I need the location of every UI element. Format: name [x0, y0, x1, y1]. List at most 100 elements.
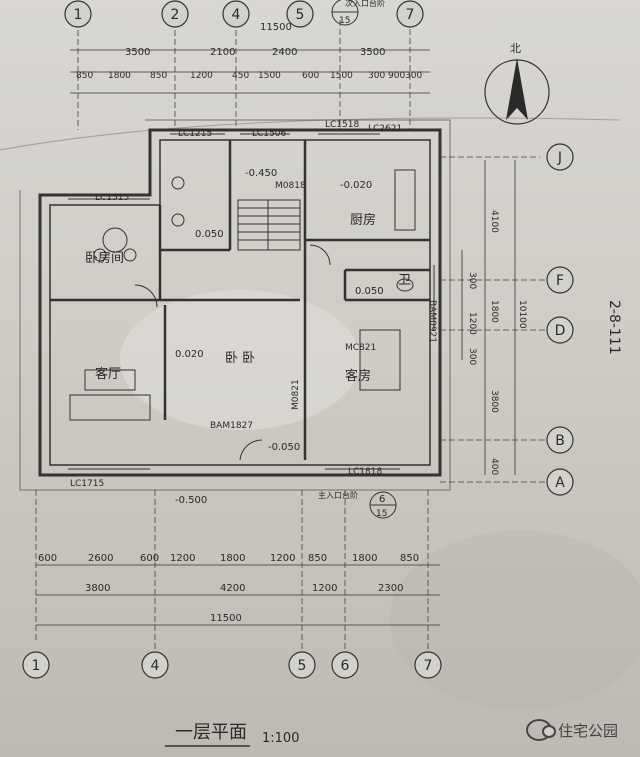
grid-bubble-row-B: B [555, 433, 565, 449]
top-dim2-7: 1500 [330, 71, 353, 81]
top-dim2-3: 1200 [190, 71, 213, 81]
staircase [237, 199, 301, 251]
grid-bubble-top-2: 2 [171, 7, 180, 23]
top-dim2-4: 450 [232, 71, 249, 81]
detail-callout: 6 15 [369, 491, 397, 519]
right-dim-1: 1800 [489, 300, 499, 323]
grid-bubble-top-4-circle [222, 0, 250, 28]
bottom-dim-2: 600 [140, 553, 159, 564]
grid-bubble-top-7: 7 [406, 7, 415, 23]
title-text: 一层平面 [175, 722, 247, 743]
elevation-1: -0.020 [340, 180, 372, 191]
right-total-dim: 10100 [517, 300, 527, 329]
grid-bubble-bottom-1: 1 [32, 658, 41, 674]
top-dim-3: 3500 [360, 47, 385, 58]
paper-stain [120, 290, 360, 430]
bottom-dim2-2: 1200 [312, 583, 337, 594]
grid-bubble-row-J: J [557, 150, 562, 166]
window-tag-LC1215: LC1215 [178, 129, 212, 139]
detail-callout-top: 15 [331, 0, 359, 26]
top-dim-2: 2400 [272, 47, 297, 58]
entry-label-secondary: 次入口台阶 [345, 0, 385, 8]
wechat-icon [525, 719, 556, 741]
bottom-dim2-0: 3800 [85, 583, 110, 594]
window-tag-BAM0921: BAM0921 [427, 300, 437, 343]
paper-shadow [390, 530, 640, 710]
right-dim-3: 400 [489, 458, 499, 475]
window-tag-LC1506: LC1506 [252, 129, 286, 139]
right-dim-inner-1: 1200 [467, 312, 477, 335]
bottom-dim-4: 1800 [220, 553, 245, 564]
grid-bubble-row-D-circle [546, 316, 574, 344]
elevation-0: -0.450 [245, 168, 277, 179]
grid-bubble-top-5: 5 [296, 7, 305, 23]
top-dim2-0: 850 [76, 71, 93, 81]
grid-bubble-bottom-4: 4 [151, 658, 160, 674]
right-dim-inner-0: 300 [467, 272, 477, 289]
room-label-4: 卧 卧 [225, 351, 255, 366]
grid-bubble-bottom-4-circle [141, 651, 169, 679]
top-dim2-10: 300 [405, 71, 422, 81]
window-tag-LC1518: LC1518 [325, 120, 359, 130]
scale-text: 1:100 [262, 731, 299, 746]
elevation-5: -0.500 [175, 495, 207, 506]
window-tag-LC1715: LC1715 [70, 479, 104, 489]
top-total-dim: 11500 [260, 22, 292, 33]
top-dim2-2: 850 [150, 71, 167, 81]
bottom-total-dim: 11500 [210, 613, 242, 624]
top-dim2-5: 1500 [258, 71, 281, 81]
grid-bubble-top-1-circle [64, 0, 92, 28]
callout-sheet-top: 15 [339, 16, 350, 26]
door-tag-M0821: M0821 [291, 379, 301, 410]
window-tag-LC1818: LC1818 [348, 467, 382, 477]
grid-bubble-bottom-5-circle [288, 651, 316, 679]
bottom-dim-0: 600 [38, 553, 57, 564]
bottom-dim-5: 1200 [270, 553, 295, 564]
bottom-dim2-1: 4200 [220, 583, 245, 594]
door-tag-M0818: M0818 [275, 181, 306, 191]
bottom-dim-8: 850 [400, 553, 419, 564]
grid-bubble-top-7-circle [396, 0, 424, 28]
window-tag-BAM1827: BAM1827 [210, 421, 253, 431]
bottom-dim2-3: 2300 [378, 583, 403, 594]
top-dimension-lines [70, 49, 430, 94]
bottom-dim-3: 1200 [170, 553, 195, 564]
grid-bubble-top-4: 4 [232, 7, 241, 23]
top-dim2-9: 900 [388, 71, 405, 81]
grid-bubble-bottom-6: 6 [341, 658, 350, 674]
grid-bubble-row-F-circle [546, 266, 574, 294]
grid-bubble-top-1: 1 [74, 7, 83, 23]
fixtures [69, 169, 416, 461]
grid-bubble-top-5-circle [286, 0, 314, 28]
bottom-dimension-lines [36, 564, 440, 626]
window-marks [68, 133, 435, 470]
right-dim-2: 3800 [489, 390, 499, 413]
door-tag-MC821: MC821 [345, 343, 376, 353]
elevation-3: -0.050 [268, 442, 300, 453]
room-label-3: 客房 [345, 368, 371, 384]
callout-number: 6 [379, 494, 385, 505]
room-label-0: 卧房间 [85, 250, 124, 266]
grid-bubble-row-D: D [555, 323, 566, 339]
right-dimension-lines [461, 160, 516, 475]
top-dim2-8: 300 [368, 71, 385, 81]
right-dim-0: 4100 [489, 210, 499, 233]
bottom-dim-6: 850 [308, 553, 327, 564]
top-dim-1: 2100 [210, 47, 235, 58]
right-dim-inner-2: 300 [467, 348, 477, 365]
callout-sheet: 15 [376, 509, 387, 519]
elevation-6: 0.050 [195, 229, 224, 240]
plan-title: 一层平面 1:100 [165, 722, 299, 747]
handwritten-note: 2-8-111 [606, 300, 622, 355]
grid-bubble-bottom-7: 7 [424, 658, 433, 674]
curved-line [0, 117, 621, 151]
grid-bubble-bottom-5: 5 [298, 658, 307, 674]
grid-bubble-row-J-circle [546, 143, 574, 171]
entry-label-main: 主入口台阶 [318, 490, 358, 500]
north-label: 北 [510, 42, 521, 55]
watermark-text: 住宅公园 [557, 721, 618, 740]
grid-bubble-row-A-circle [546, 468, 574, 496]
grid-bubble-row-A: A [555, 475, 565, 491]
